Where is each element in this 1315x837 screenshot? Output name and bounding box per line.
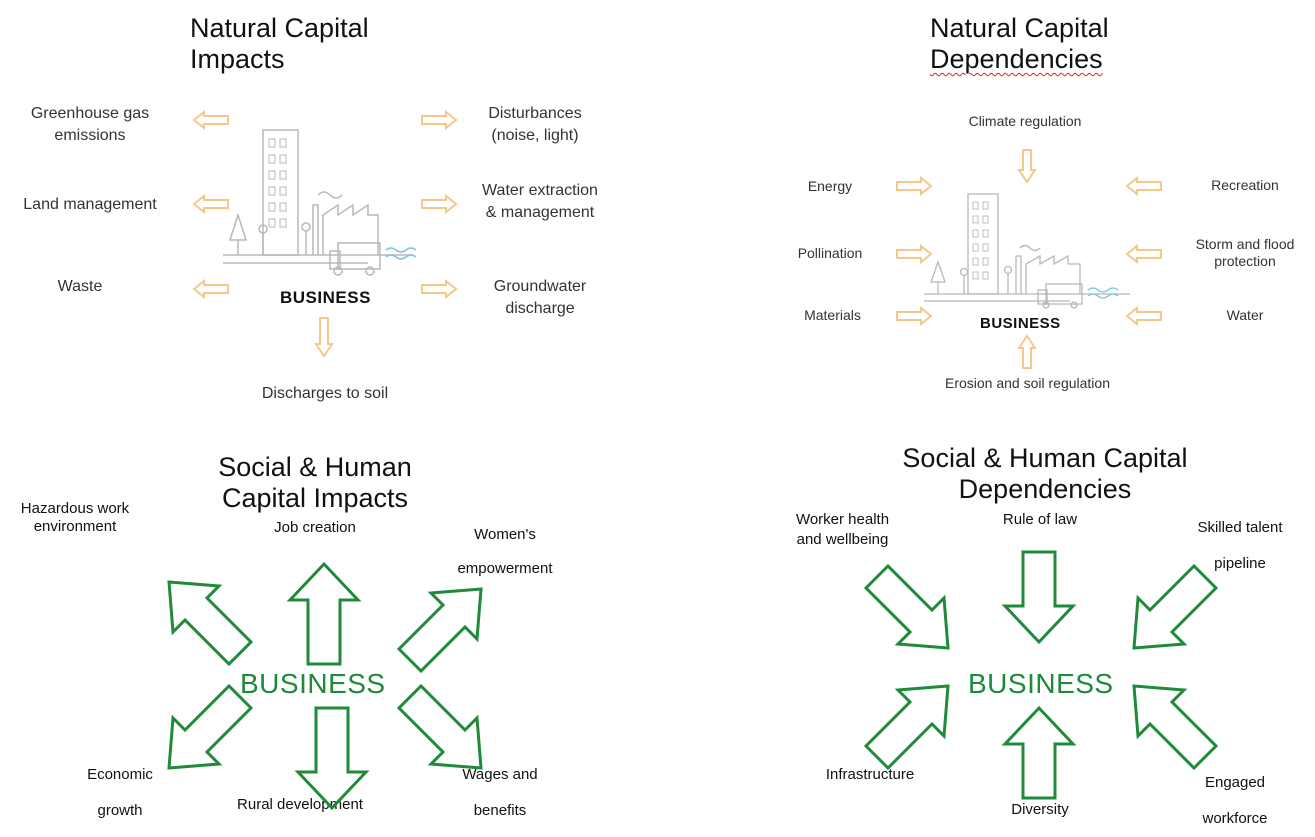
label-line: benefits [473, 802, 527, 819]
label-groundwater: Groundwater discharge [465, 276, 615, 320]
soc-impacts-business-label: BUSINESS [240, 668, 386, 699]
arrow-right-icon [896, 175, 933, 197]
arrow-down-right-icon [396, 683, 483, 770]
arrow-up-right-icon [863, 684, 950, 771]
arrow-right-icon [896, 305, 933, 327]
label-line: Skilled talent [1197, 519, 1283, 536]
nat-impacts-title: Natural Capital Impacts [190, 13, 369, 75]
business-illustration [223, 129, 417, 276]
label-line: environment [33, 518, 117, 535]
label-waste: Waste [57, 278, 103, 295]
soc-deps-title: Social & Human Capital Dependencies [860, 443, 1230, 505]
label-climate-regulation: Climate regulation [968, 113, 1082, 129]
arrow-up-right-icon [396, 587, 483, 674]
soc-deps-title-line1: Social & Human Capital [902, 443, 1188, 473]
nat-deps-business-label: BUSINESS [980, 315, 1061, 332]
label-line: Storm and flood [1195, 236, 1295, 252]
arrow-down-right-icon [863, 563, 950, 650]
label-line: Hazardous work [20, 500, 130, 517]
label-water-extraction: Water extraction & management [460, 180, 620, 224]
label-womens-empowerment: Women's empowerment [440, 518, 570, 586]
arrow-down-icon [294, 706, 370, 811]
label-line: Engaged [1204, 774, 1266, 791]
label-line: empowerment [457, 560, 553, 577]
label-line: protection [1214, 253, 1276, 269]
arrow-down-left-icon [167, 683, 254, 770]
arrow-up-icon [286, 561, 362, 666]
label-diversity: Diversity [1011, 801, 1069, 818]
soc-deps-business-label: BUSINESS [968, 668, 1114, 699]
label-discharges-soil: Discharges to soil [261, 385, 389, 402]
label-line: and wellbeing [796, 531, 889, 548]
label-recreation: Recreation [1211, 177, 1279, 193]
arrow-up-icon [1017, 334, 1037, 369]
label-line: Worker health [795, 511, 890, 528]
label-greenhouse-gas: Greenhouse gas emissions [20, 103, 160, 147]
label-skilled-talent: Skilled talent pipeline [1180, 510, 1300, 582]
label-line: Wages and [462, 766, 538, 783]
arrow-down-icon [1001, 550, 1077, 645]
label-rule-of-law: Rule of law [1002, 511, 1078, 528]
arrow-right-icon [421, 278, 458, 300]
label-job-creation: Job creation [274, 519, 356, 536]
label-storm-flood: Storm and flood protection [1175, 236, 1315, 270]
label-worker-health: Worker health and wellbeing [780, 510, 905, 550]
label-infrastructure: Infrastructure [825, 766, 915, 783]
arrow-left-icon [192, 278, 229, 300]
label-energy: Energy [807, 178, 853, 194]
label-erosion-soil: Erosion and soil regulation [945, 375, 1110, 391]
arrow-left-icon [1125, 243, 1162, 265]
label-line: Disturbances [488, 105, 582, 122]
arrow-down-left-icon [1132, 563, 1219, 650]
arrow-up-left-icon [167, 580, 254, 667]
label-line: pipeline [1214, 555, 1266, 572]
label-line: discharge [505, 300, 575, 317]
arrow-up-icon [1001, 705, 1077, 800]
arrow-up-left-icon [1132, 684, 1219, 771]
label-line: emissions [54, 127, 126, 144]
label-line: (noise, light) [491, 127, 579, 144]
label-line: workforce [1202, 810, 1268, 827]
label-materials: Materials [804, 307, 861, 323]
nat-impacts-title-line2: Impacts [190, 44, 285, 74]
label-line: Economic [87, 766, 153, 783]
label-hazardous-work: Hazardous work environment [10, 500, 140, 536]
label-line: Women's [474, 526, 536, 543]
label-economic-growth: Economic growth [70, 757, 170, 829]
nat-impacts-business-label: BUSINESS [280, 288, 371, 307]
label-wages-benefits: Wages and benefits [445, 757, 555, 829]
label-line: Greenhouse gas [30, 105, 150, 122]
soc-impacts-title-line2: Capital Impacts [221, 483, 409, 513]
label-land-management: Land management [23, 196, 157, 213]
arrow-left-icon [192, 193, 229, 215]
label-line: growth [97, 802, 143, 819]
business-illustration [924, 193, 1130, 309]
arrow-right-icon [421, 109, 458, 131]
soc-impacts-title-line1: Social & Human [218, 452, 412, 482]
soc-impacts-title: Social & Human Capital Impacts [205, 452, 425, 514]
label-line: Water extraction [482, 182, 598, 199]
label-water: Water [1226, 307, 1264, 323]
nat-deps-title-line2: Dependencies [930, 44, 1103, 74]
nat-impacts-title-line1: Natural Capital [190, 13, 369, 43]
label-disturbances: Disturbances (noise, light) [465, 103, 605, 147]
arrow-left-icon [192, 109, 229, 131]
label-engaged-workforce: Engaged workforce [1180, 765, 1290, 837]
arrow-down-icon [1017, 149, 1037, 184]
nat-deps-title-line1: Natural Capital [930, 13, 1109, 43]
arrow-right-icon [421, 193, 458, 215]
arrow-right-icon [896, 243, 933, 265]
arrow-left-icon [1125, 175, 1162, 197]
arrow-down-icon [314, 317, 334, 358]
label-line: Groundwater [493, 278, 587, 295]
label-pollination: Pollination [797, 245, 863, 261]
nat-deps-title: Natural Capital Dependencies [930, 13, 1109, 75]
soc-deps-title-line2: Dependencies [958, 474, 1132, 504]
label-line: & management [485, 204, 595, 221]
arrow-left-icon [1125, 305, 1162, 327]
